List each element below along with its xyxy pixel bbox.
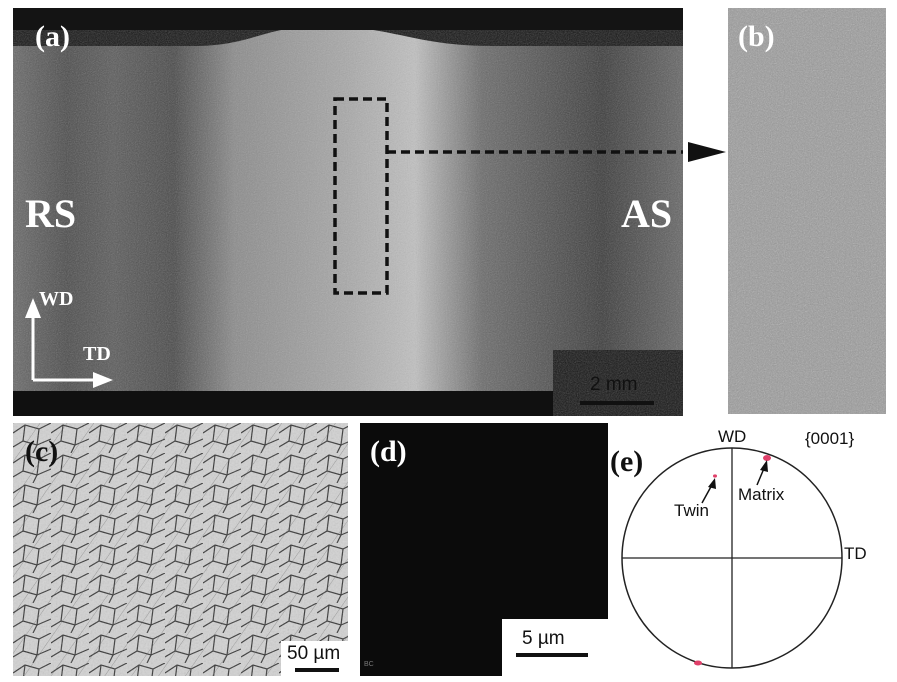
pole-family-label: {0001} xyxy=(805,429,855,448)
magnified-microstructure xyxy=(728,8,886,414)
td-axis-label: TD xyxy=(83,343,111,365)
panel-a-label: (a) xyxy=(35,20,70,53)
as-label: AS xyxy=(621,191,673,236)
panel-d-scale-label: 5 µm xyxy=(522,628,565,649)
panel-e: (e) {0001} WD TD Twin Matrix xyxy=(610,423,890,676)
panel-d-scale-bar xyxy=(516,653,588,657)
panel-c-label: (c) xyxy=(25,435,59,468)
panel-c-scale-bar xyxy=(295,668,339,672)
grain-micrograph xyxy=(13,423,348,676)
panel-d-label: (d) xyxy=(370,435,407,468)
panel-a-scale-bar xyxy=(580,401,654,405)
matrix-arrow-head xyxy=(760,460,768,472)
matrix-pole-spot-bottom xyxy=(694,660,702,666)
panel-c: (c) 50 µm xyxy=(13,423,348,676)
bottom-dark-band xyxy=(13,391,553,416)
pointer-arrowhead xyxy=(688,142,726,162)
matrix-pole-spot xyxy=(763,455,771,461)
weld-macrograph xyxy=(13,8,683,416)
matrix-annotation: Matrix xyxy=(738,485,785,504)
top-dark-band xyxy=(13,8,683,30)
wd-axis-label: WD xyxy=(39,288,74,310)
twin-arrow-head xyxy=(708,478,716,489)
panel-a-scale-label: 2 mm xyxy=(590,374,638,395)
pole-figure-td-label: TD xyxy=(844,544,867,563)
twin-annotation: Twin xyxy=(674,501,709,520)
panel-b-label: (b) xyxy=(738,20,775,53)
pole-figure xyxy=(621,447,843,669)
band-contrast-map xyxy=(360,423,608,676)
td-arrow-head xyxy=(93,372,113,388)
panel-c-scale-label: 50 µm xyxy=(287,643,341,664)
dashed-roi-box xyxy=(333,97,389,295)
panel-a: (a) RS AS WD TD xyxy=(13,8,683,416)
rs-label: RS xyxy=(25,191,77,236)
panel-d: (d) BC 5 µm xyxy=(360,423,608,676)
twin-pole-spot xyxy=(713,474,717,478)
wd-arrow-head xyxy=(25,298,41,318)
panel-e-label: (e) xyxy=(610,445,644,478)
panel-d-corner-mark: BC xyxy=(364,661,374,668)
panel-b: (b) xyxy=(728,8,886,414)
pole-figure-wd-label: WD xyxy=(718,427,747,446)
